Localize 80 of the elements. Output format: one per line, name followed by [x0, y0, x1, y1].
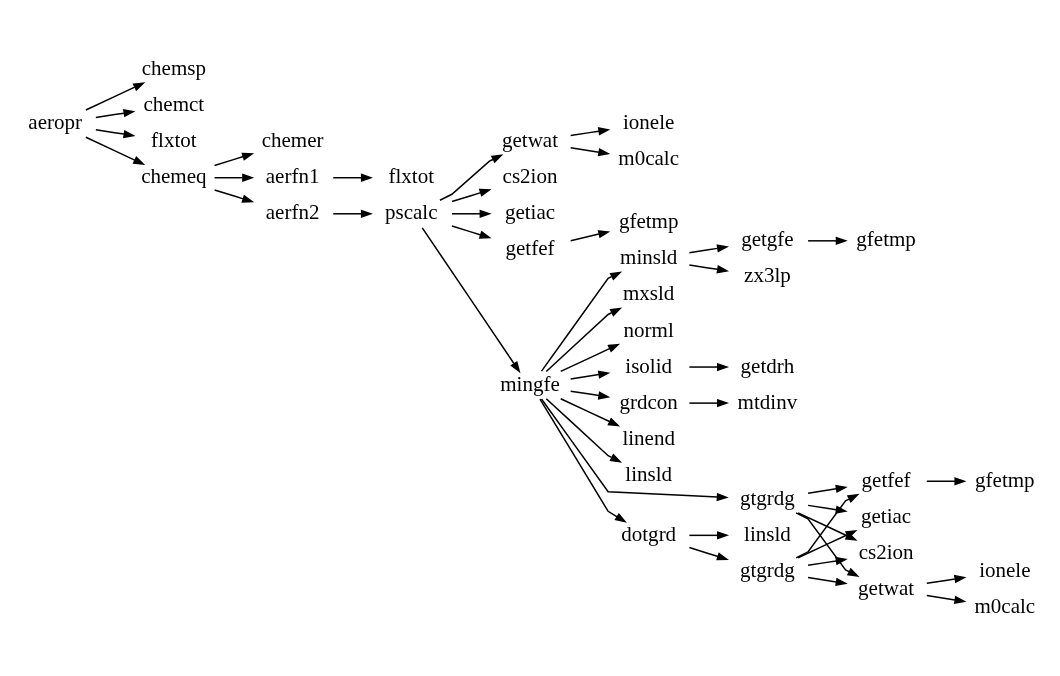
node-text: ionele — [979, 557, 1031, 582]
node-text: flxtot — [151, 127, 197, 152]
arrow — [688, 362, 730, 371]
arrow — [559, 397, 621, 426]
node-text: getiac — [504, 199, 556, 224]
arrow — [569, 389, 611, 400]
node-text: minsld — [620, 244, 678, 269]
arrow — [688, 243, 730, 253]
arrow — [688, 546, 729, 560]
node-text: gfetmp — [618, 208, 679, 233]
node-text: getfef — [505, 235, 555, 260]
node-text: chemct — [143, 91, 205, 116]
arrow — [569, 229, 611, 241]
arrow — [926, 574, 967, 584]
arrow — [95, 108, 136, 118]
node-text: linend — [622, 425, 675, 450]
node-text: getdrh — [740, 353, 795, 378]
arrow — [545, 306, 623, 372]
arrow — [451, 188, 492, 202]
arrow — [451, 209, 492, 218]
arrow — [688, 530, 730, 540]
node-text: mxsld — [623, 280, 675, 305]
node-text: flxtot — [388, 163, 435, 188]
node-text: linsld — [744, 521, 791, 546]
arrow — [545, 397, 623, 463]
node-text: dotgrd — [621, 521, 677, 546]
arrow — [421, 226, 521, 373]
arrow — [807, 576, 848, 586]
arrow — [213, 188, 255, 203]
node-text: norml — [623, 317, 674, 342]
node-text: getiac — [861, 503, 912, 528]
node-text: aeropr — [28, 109, 83, 134]
node-text: isolid — [625, 353, 673, 378]
node-text: getwat — [501, 127, 559, 152]
arrow — [807, 236, 848, 245]
node-text: cs2ion — [858, 539, 914, 564]
node-text: getwat — [858, 575, 915, 600]
arrow — [213, 152, 255, 166]
arrow — [688, 398, 730, 407]
node-text: getgfe — [741, 226, 794, 251]
arrow — [85, 136, 146, 165]
node-text: m0calc — [974, 593, 1036, 618]
node-text: pscalc — [385, 199, 438, 224]
node-text: aerfn2 — [265, 199, 320, 224]
node-text: aerfn1 — [265, 163, 320, 188]
node-text: gtgrdg — [739, 485, 795, 510]
arrow — [95, 128, 136, 138]
node-text: chemer — [261, 127, 324, 152]
node-text: cs2ion — [502, 163, 558, 188]
node-text: chemsp — [141, 55, 206, 80]
node-text: linsld — [625, 461, 673, 486]
arrow — [451, 224, 492, 239]
node-text: grdcon — [619, 389, 678, 414]
arrow — [213, 173, 255, 182]
node-text: ionele — [623, 109, 675, 134]
arrow — [569, 146, 611, 156]
arrow — [926, 594, 967, 604]
arrow — [540, 270, 623, 372]
node-text: zx3lp — [744, 262, 791, 287]
node-text: m0calc — [618, 145, 680, 170]
arrow — [540, 397, 729, 501]
node-text: getfef — [861, 467, 911, 492]
node-text: mingfe — [500, 371, 560, 396]
arrow — [807, 556, 848, 566]
node-text: chemeq — [141, 163, 207, 188]
node-text: gfetmp — [856, 226, 916, 251]
arrow — [569, 370, 611, 380]
arrow — [439, 153, 504, 201]
arrow — [807, 484, 848, 494]
node-text: gtgrdg — [739, 557, 795, 582]
arrow — [332, 209, 373, 218]
node-text: mtdinv — [737, 389, 798, 414]
arrow — [569, 126, 611, 136]
arrow — [332, 173, 373, 182]
arrow — [559, 343, 621, 372]
node-text: gfetmp — [975, 467, 1035, 492]
arrow — [926, 476, 967, 485]
arrow — [539, 397, 627, 523]
arrow — [688, 263, 730, 273]
arrow — [85, 81, 146, 111]
